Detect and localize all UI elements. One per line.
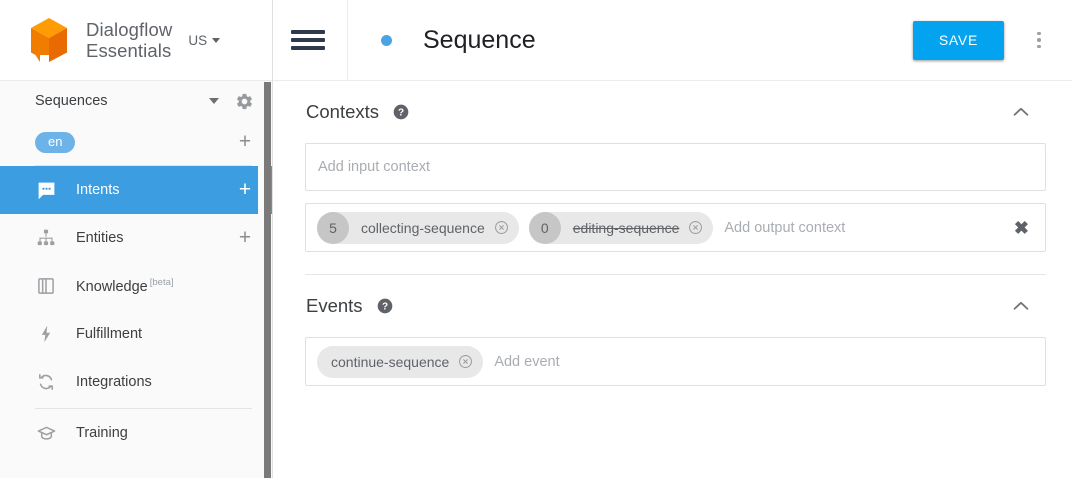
sidebar-divider-2 <box>35 408 252 409</box>
sidebar: Dialogflow Essentials US Sequences en + <box>0 0 273 478</box>
add-entity-button[interactable]: + <box>238 226 252 249</box>
chip-lifespan: 5 <box>317 211 349 244</box>
page-title: Sequence <box>423 25 536 54</box>
brand-header: Dialogflow Essentials US <box>0 0 272 81</box>
topbar-separator <box>347 0 348 81</box>
event-chip[interactable]: continue-sequence <box>317 345 484 378</box>
agent-selector[interactable]: Sequences <box>0 81 272 121</box>
sidebar-item-intents[interactable]: Intents + <box>0 166 272 214</box>
book-icon <box>35 275 57 297</box>
sidebar-item-training[interactable]: Training <box>0 409 272 457</box>
top-bar: Sequence SAVE <box>273 0 1072 81</box>
gear-icon[interactable] <box>235 92 254 111</box>
input-context-placeholder: Add input context <box>318 159 431 175</box>
graduation-cap-icon <box>35 422 57 444</box>
chip-label: continue-sequence <box>331 353 450 370</box>
dialogflow-logo-icon <box>26 15 72 65</box>
sidebar-item-label: Knowledge <box>76 278 148 295</box>
events-section-header: Events ? <box>305 275 1046 337</box>
output-context-chip[interactable]: 0 editing-sequence <box>528 211 714 244</box>
add-language-button[interactable]: + <box>238 130 252 153</box>
save-button[interactable]: SAVE <box>912 20 1004 60</box>
help-circle-icon[interactable]: ? <box>377 298 393 314</box>
event-placeholder: Add event <box>494 353 560 370</box>
sidebar-item-fulfillment[interactable]: Fulfillment <box>0 310 272 358</box>
sidebar-item-entities[interactable]: Entities + <box>0 214 272 262</box>
events-title: Events <box>306 295 363 316</box>
events-field[interactable]: continue-sequence Add event <box>305 337 1046 386</box>
sidebar-divider <box>35 165 252 166</box>
chip-remove-icon[interactable] <box>688 220 703 235</box>
svg-text:?: ? <box>398 107 404 118</box>
output-context-field[interactable]: 5 collecting-sequence 0 editing-sequence <box>305 203 1046 252</box>
kebab-menu-icon[interactable] <box>1022 20 1056 60</box>
input-context-field[interactable]: Add input context <box>305 143 1046 191</box>
brand-name-line1: Dialogflow <box>86 19 173 40</box>
contexts-section-header: Contexts ? <box>305 81 1046 143</box>
beta-badge: [beta] <box>149 277 174 289</box>
sidebar-item-label: Entities <box>76 230 124 246</box>
chip-lifespan: 0 <box>528 211 561 244</box>
sidebar-scrollbar-thumb[interactable] <box>264 82 271 478</box>
brand-name: Dialogflow Essentials <box>72 19 172 61</box>
svg-text:?: ? <box>382 301 388 312</box>
status-dot-icon <box>381 34 392 46</box>
help-circle-icon[interactable]: ? <box>393 104 409 120</box>
add-intent-button[interactable]: + <box>238 178 252 201</box>
agent-name: Sequences <box>35 93 108 109</box>
chip-remove-icon[interactable] <box>458 354 473 369</box>
region-selector[interactable]: US <box>188 32 221 48</box>
chevron-down-icon <box>209 98 219 104</box>
sidebar-item-label: Training <box>76 425 128 441</box>
language-chip-en[interactable]: en <box>35 131 76 153</box>
chip-remove-icon[interactable] <box>494 220 509 235</box>
section-divider <box>305 274 1046 275</box>
sidebar-item-label: Fulfillment <box>76 326 143 342</box>
sidebar-item-integrations[interactable]: Integrations <box>0 358 272 406</box>
language-row: en + <box>0 121 272 163</box>
chip-label: editing-sequence <box>572 219 680 236</box>
hamburger-icon[interactable] <box>291 27 325 53</box>
main-panel: Sequence SAVE Contexts ? <box>273 0 1072 478</box>
lightning-bolt-icon <box>35 323 57 345</box>
clear-output-contexts-button[interactable]: ✖ <box>1013 217 1029 238</box>
chevron-up-icon[interactable] <box>1010 295 1032 317</box>
content-area: Contexts ? Add input context <box>273 81 1072 386</box>
output-context-chip[interactable]: 5 collecting-sequence <box>317 211 519 244</box>
brand-name-line2: Essentials <box>86 40 172 61</box>
sidebar-item-label: Intents <box>76 182 120 198</box>
sidebar-item-knowledge[interactable]: Knowledge[beta] <box>0 262 272 310</box>
output-context-placeholder: Add output context <box>724 219 846 236</box>
sync-arrows-icon <box>35 371 57 393</box>
hierarchy-icon <box>35 227 57 249</box>
chip-label: collecting-sequence <box>361 219 485 236</box>
sidebar-item-label: Integrations <box>76 374 152 390</box>
region-label: US <box>188 32 208 48</box>
chevron-up-icon[interactable] <box>1010 101 1032 123</box>
speech-bubble-icon <box>35 179 57 201</box>
chevron-down-icon <box>212 37 221 43</box>
contexts-title: Contexts <box>306 101 380 122</box>
